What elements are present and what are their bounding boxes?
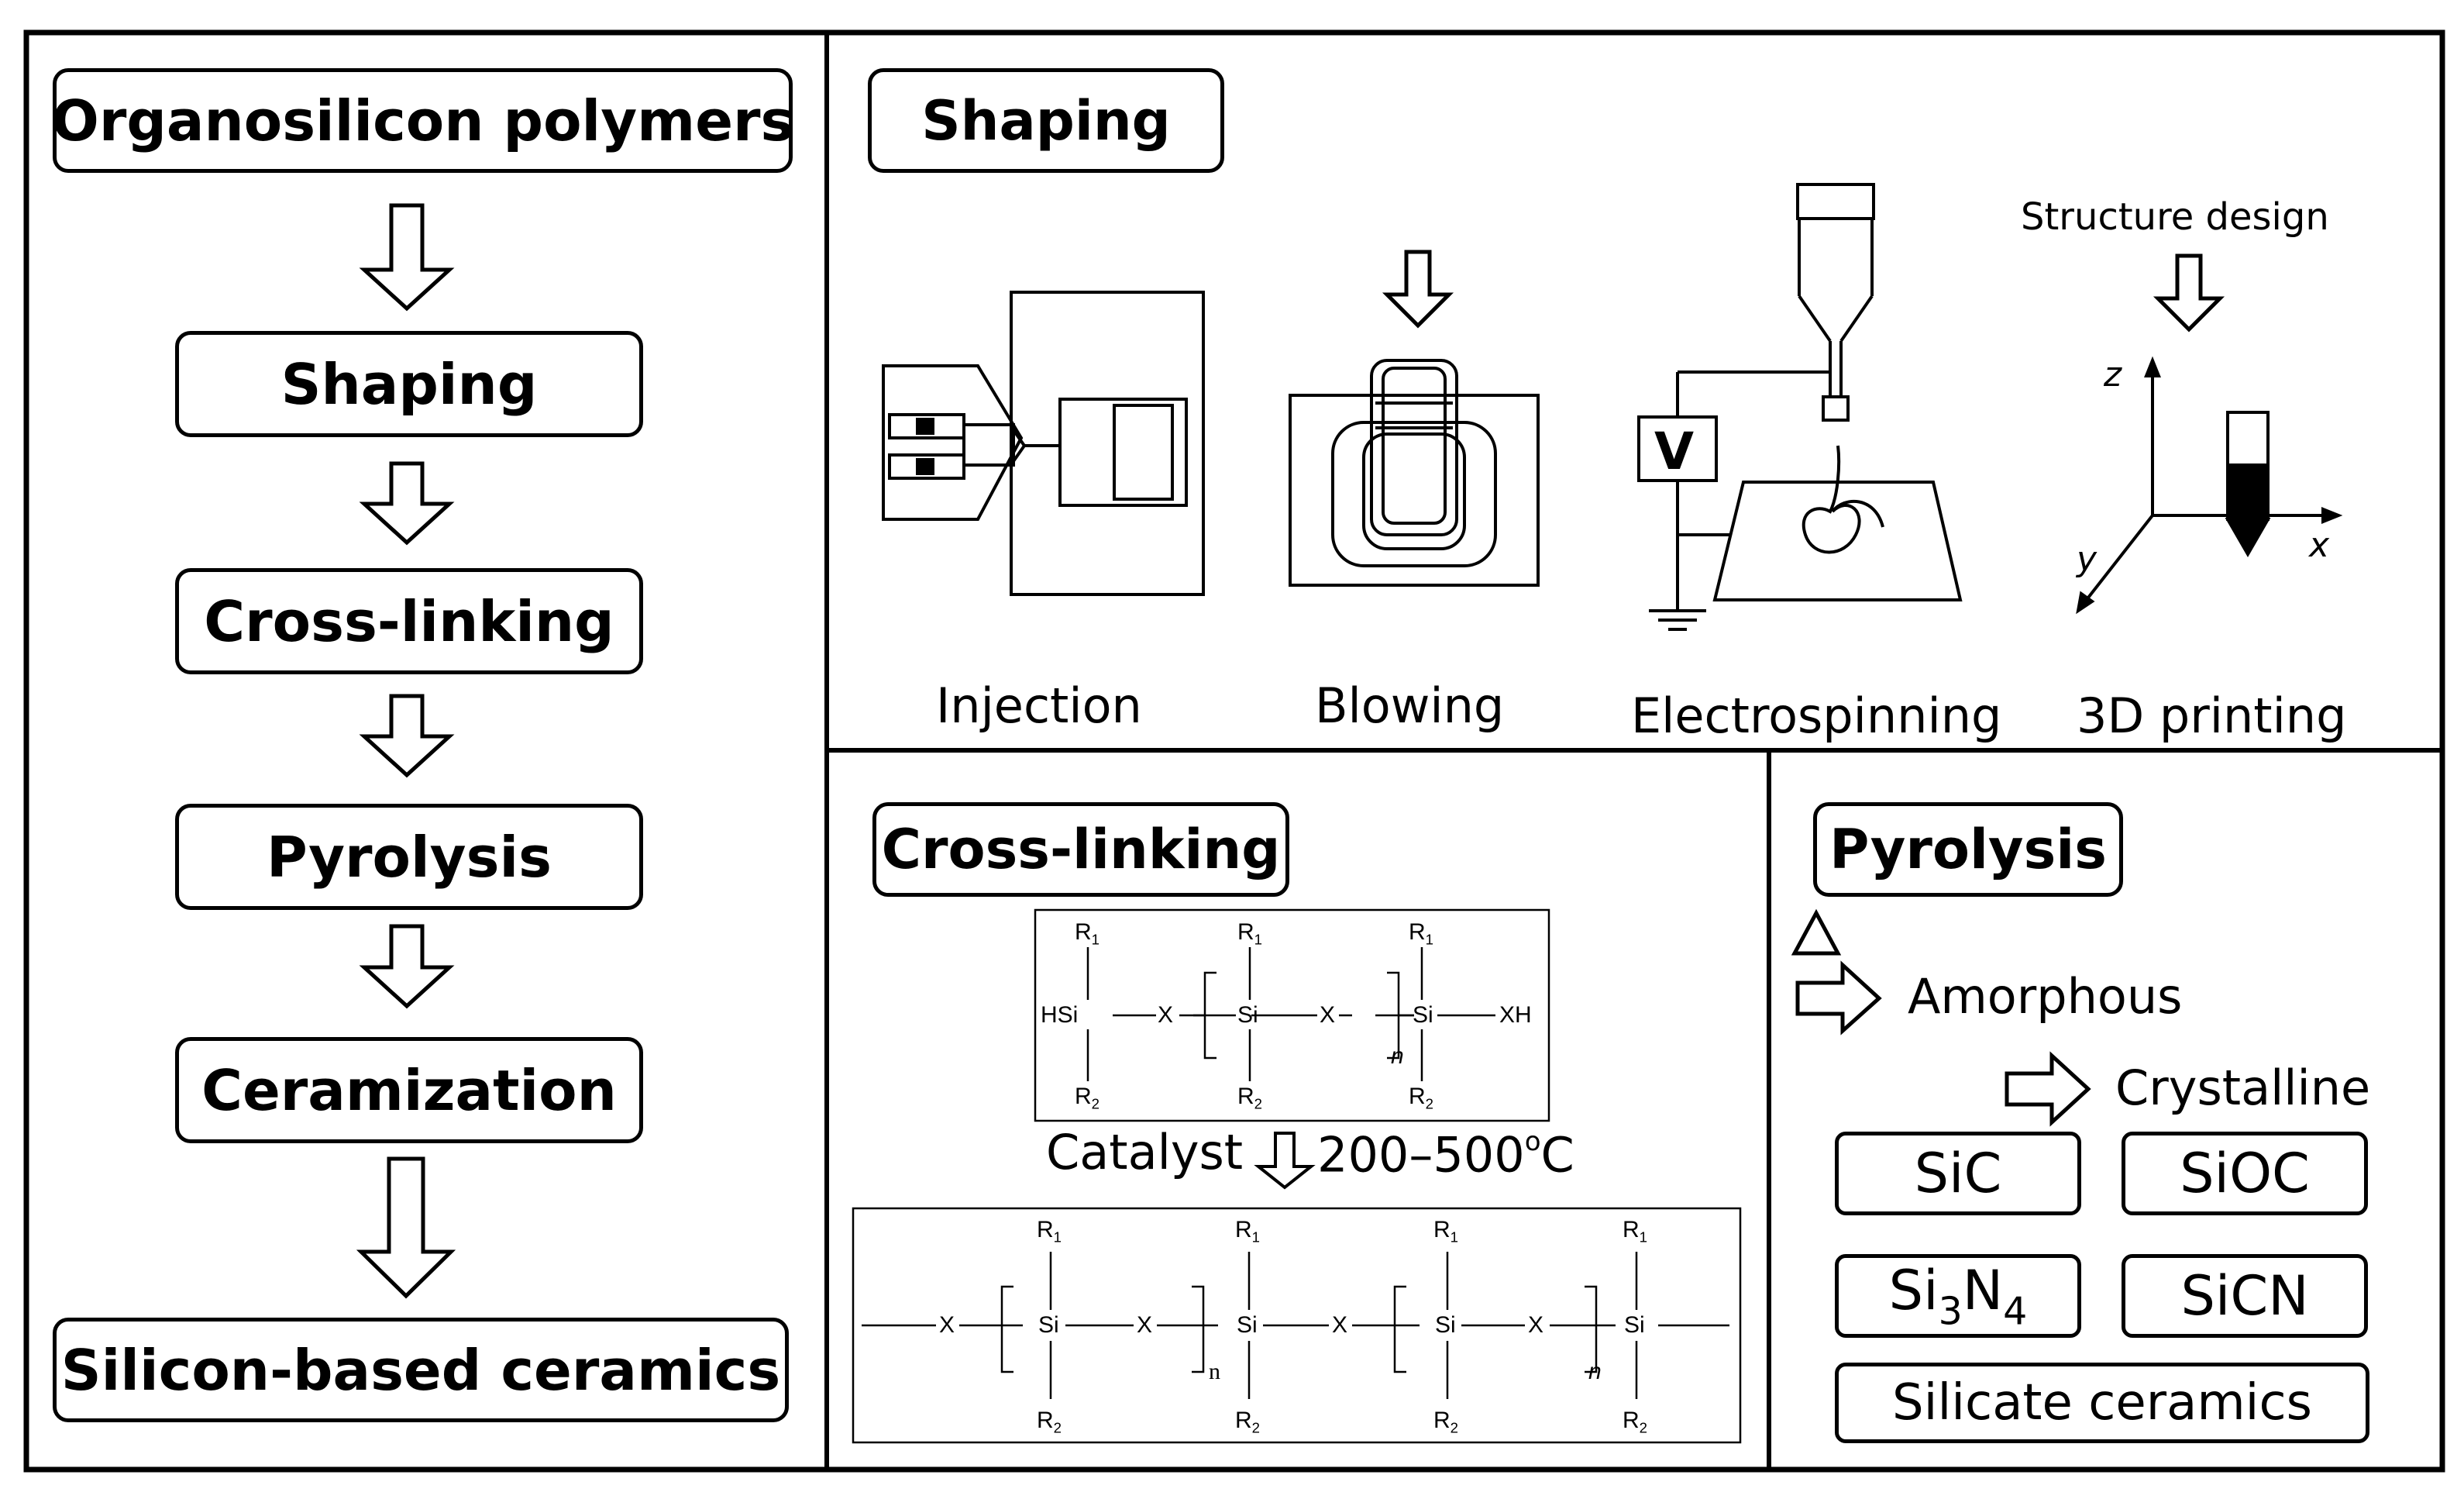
product-sioc-label: SiOC — [2180, 1142, 2310, 1205]
pyrolysis-step-box: Pyrolysis — [175, 804, 643, 910]
crosslinking-step-box: Cross-linking — [175, 568, 643, 674]
silicon-ceramics-label: Silicon-based ceramics — [60, 1337, 781, 1403]
shaping-step-box: Shaping — [175, 331, 643, 437]
monomer-r1-c: R1 — [1409, 919, 1434, 948]
amorphous-label: Amorphous — [1908, 968, 2183, 1025]
polymer-n-1: n — [1209, 1359, 1220, 1384]
blowing-illustration — [1289, 250, 1540, 587]
monomer-r1-a: R1 — [1075, 919, 1100, 948]
monomer-x-1: X — [1158, 1002, 1174, 1028]
flow-arrow-1 — [359, 203, 455, 312]
silicon-ceramics-box: Silicon-based ceramics — [53, 1318, 789, 1422]
method-electrospinning-label: Electrospinning — [1631, 687, 2002, 744]
method-blowing-label: Blowing — [1315, 677, 1505, 734]
ceramization-step-box: Ceramization — [175, 1037, 643, 1143]
pyrolysis-step-label: Pyrolysis — [266, 824, 552, 890]
crosslinking-panel-title: Cross-linking — [881, 818, 1281, 881]
product-sioc-box: SiOC — [2122, 1132, 2368, 1215]
polymer-si-2: Si — [1237, 1312, 1258, 1338]
monomer-structure — [1034, 908, 1550, 1122]
axis-x-label: x — [2309, 526, 2330, 565]
polymer-x-4: X — [1528, 1312, 1544, 1338]
polymer-r1-b: R1 — [1235, 1217, 1261, 1246]
ceramization-step-label: Ceramization — [201, 1057, 617, 1123]
organosilicon-label: Organosilicon polymers — [51, 88, 794, 153]
monomer-si-1: Si — [1237, 1002, 1258, 1028]
reaction-arrow — [1254, 1132, 1316, 1190]
flow-arrow-4 — [359, 924, 455, 1009]
catalyst-label: Catalyst — [1046, 1124, 1244, 1180]
polymer-x-1: X — [939, 1312, 955, 1338]
polymer-r2-a: R2 — [1037, 1408, 1062, 1436]
monomer-si-2: Si — [1413, 1002, 1433, 1028]
polymer-x-2: X — [1137, 1312, 1153, 1338]
heat-triangle-icon — [1791, 908, 1842, 956]
polymer-r1-d: R1 — [1623, 1217, 1648, 1246]
axis-y-label: y — [2077, 539, 2097, 579]
product-sicn-box: SiCN — [2122, 1254, 2368, 1338]
flow-arrow-2 — [359, 461, 455, 546]
crosslinking-step-label: Cross-linking — [204, 588, 614, 654]
polymer-n-2: n — [1588, 1359, 1602, 1384]
crystalline-label: Crystalline — [2115, 1060, 2371, 1116]
polymer-r1-c: R1 — [1433, 1217, 1459, 1246]
polymer-r2-c: R2 — [1433, 1408, 1459, 1436]
polymer-x-3: X — [1332, 1312, 1348, 1338]
polymer-si-4: Si — [1624, 1312, 1645, 1338]
monomer-x-2: X — [1320, 1002, 1336, 1028]
shaping-step-label: Shaping — [280, 351, 538, 417]
flow-arrow-3 — [359, 694, 455, 778]
pyrolysis-panel-title-box: Pyrolysis — [1813, 802, 2123, 897]
product-sic-label: SiC — [1914, 1142, 2002, 1205]
polymer-si-3: Si — [1435, 1312, 1456, 1338]
product-si3n4-label: Si3N4 — [1888, 1258, 2028, 1334]
crosslinking-panel-title-box: Cross-linking — [872, 802, 1289, 897]
shaping-panel-title-box: Shaping — [868, 68, 1224, 173]
amorphous-arrow — [1795, 960, 1882, 1036]
pyrolysis-panel-title: Pyrolysis — [1829, 818, 2107, 881]
temperature-label: 200–500oC — [1317, 1126, 1574, 1184]
monomer-r1-b: R1 — [1237, 919, 1263, 948]
injection-illustration — [882, 291, 1205, 596]
product-si3n4-box: Si3N4 — [1835, 1254, 2081, 1338]
product-silicate-label: Silicate ceramics — [1892, 1374, 2312, 1432]
electrospinning-illustration — [1637, 183, 1963, 631]
monomer-r2-c: R2 — [1409, 1084, 1434, 1112]
method-3d-printing-label: 3D printing — [2077, 687, 2347, 744]
shaping-panel-title: Shaping — [921, 88, 1171, 153]
structure-design-label: Structure design — [2021, 195, 2329, 239]
polymer-si-1: Si — [1038, 1312, 1059, 1338]
crystalline-arrow — [2005, 1051, 2091, 1127]
organosilicon-box: Organosilicon polymers — [51, 68, 794, 173]
product-silicate-box: Silicate ceramics — [1835, 1363, 2369, 1443]
pyrolysis-symbols — [1791, 908, 2091, 1127]
axis-z-label: z — [2104, 355, 2122, 395]
flow-arrow-5 — [356, 1156, 456, 1299]
method-injection-label: Injection — [936, 677, 1142, 734]
product-sic-box: SiC — [1835, 1132, 2081, 1215]
monomer-hsi: HSi — [1041, 1002, 1079, 1028]
monomer-xh: XH — [1499, 1002, 1532, 1028]
monomer-n: n — [1391, 1043, 1404, 1069]
monomer-r2-a: R2 — [1075, 1084, 1100, 1112]
monomer-r2-b: R2 — [1237, 1084, 1263, 1112]
product-sicn-label: SiCN — [2180, 1264, 2309, 1328]
crosslinked-structure — [852, 1207, 1742, 1444]
voltage-label: V — [1654, 422, 1695, 481]
polymer-r2-b: R2 — [1235, 1408, 1261, 1436]
polymer-r1-a: R1 — [1037, 1217, 1062, 1246]
printing-illustration — [2076, 253, 2343, 615]
polymer-r2-d: R2 — [1623, 1408, 1648, 1436]
